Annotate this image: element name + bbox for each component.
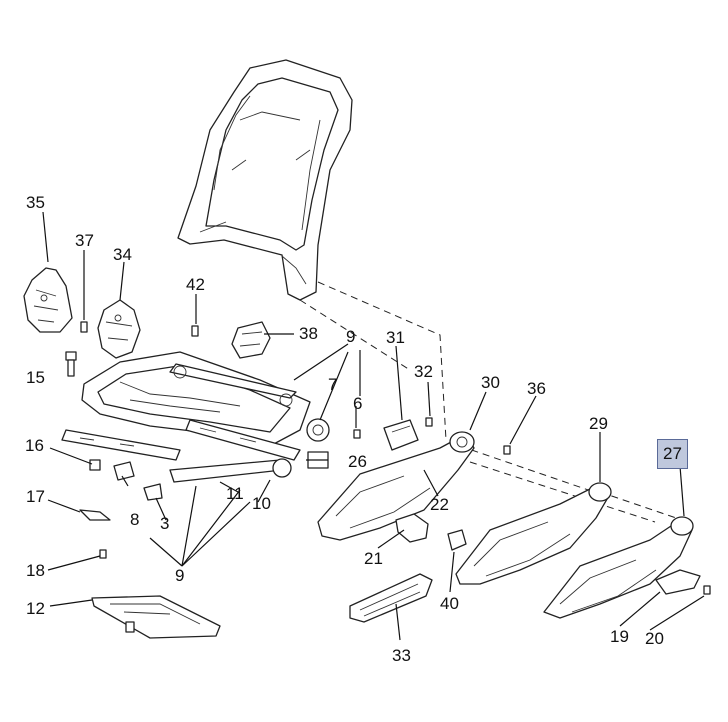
callout-35: 35	[26, 193, 45, 212]
callout-21: 21	[364, 549, 383, 568]
cover-12	[91, 595, 221, 639]
callout-29: 29	[589, 414, 608, 433]
callout-15: 15	[26, 368, 45, 387]
motors	[272, 418, 330, 478]
part-21	[395, 513, 429, 543]
callout-19: 19	[610, 627, 629, 646]
callout-8: 8	[130, 510, 140, 529]
cover-33	[349, 573, 433, 623]
callout-38: 38	[299, 324, 318, 343]
module-38	[231, 321, 271, 359]
callout-12: 12	[26, 599, 45, 618]
callout-18: 18	[26, 561, 45, 580]
assembly-guide-lines	[299, 281, 683, 523]
bolt-15	[65, 351, 77, 377]
callout-3: 3	[160, 514, 170, 533]
callout-9-top: 9	[346, 327, 356, 346]
callout-26: 26	[348, 452, 367, 471]
callout-40: 40	[440, 594, 459, 613]
part-19-20	[655, 569, 711, 595]
part-17-18	[79, 509, 111, 559]
callout-32: 32	[414, 362, 433, 381]
callout-17: 17	[26, 487, 45, 506]
small-pins	[353, 417, 511, 455]
callout-30: 30	[481, 373, 500, 392]
callout-6: 6	[353, 394, 363, 413]
leader-lines	[42, 211, 705, 641]
bracket-34	[97, 299, 141, 359]
seat-cushion-frame	[81, 351, 311, 461]
callout-27: 27	[657, 439, 688, 469]
part-40	[447, 529, 467, 551]
pin-42	[191, 325, 199, 337]
callout-42: 42	[186, 275, 205, 294]
callout-37: 37	[75, 231, 94, 250]
callout-34: 34	[113, 245, 132, 264]
clips-8-3	[113, 461, 163, 501]
seat-back-frame	[177, 59, 353, 301]
callout-33: 33	[392, 646, 411, 665]
outer-shield-27	[543, 516, 694, 619]
module-31	[383, 419, 419, 451]
callout-36: 36	[527, 379, 546, 398]
side-bracket-35	[23, 267, 73, 333]
inner-shield-22	[317, 431, 475, 541]
callout-11: 11	[226, 484, 244, 503]
outer-shield-29	[455, 482, 612, 585]
callout-9-bottom: 9	[175, 566, 185, 585]
callout-16: 16	[25, 436, 44, 455]
callout-31: 31	[386, 328, 405, 347]
bolt-37	[80, 321, 88, 333]
callout-10: 10	[252, 494, 271, 513]
callout-20: 20	[645, 629, 664, 648]
callout-22: 22	[430, 495, 449, 514]
callout-7: 7	[328, 375, 338, 394]
